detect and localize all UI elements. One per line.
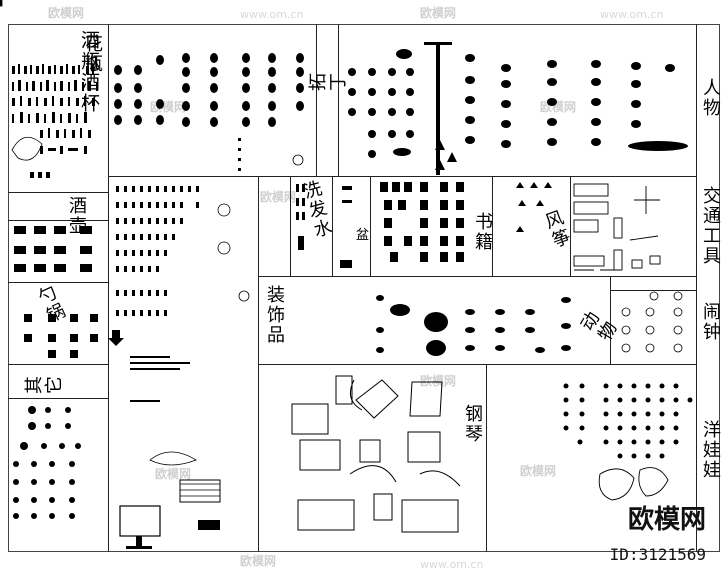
divider bbox=[610, 290, 696, 291]
section-dolls: 洋娃娃 bbox=[700, 420, 721, 480]
tray-icon bbox=[11, 136, 43, 161]
doll-icons bbox=[563, 383, 693, 459]
wave-icon bbox=[149, 451, 197, 466]
divider bbox=[258, 364, 696, 365]
divider bbox=[290, 176, 291, 276]
piano-icons bbox=[291, 375, 461, 533]
model-id: ID:3121569 bbox=[609, 545, 706, 564]
section-piano: 钢琴 bbox=[462, 404, 483, 444]
divider bbox=[696, 24, 697, 552]
divider bbox=[370, 176, 371, 276]
divider bbox=[8, 364, 108, 365]
divider bbox=[108, 176, 696, 177]
divider bbox=[486, 364, 487, 552]
divider bbox=[332, 176, 333, 276]
section-vase: 花瓶 bbox=[82, 34, 103, 74]
doll-figure-icon bbox=[598, 467, 669, 501]
section-ornaments: 装饰品 bbox=[264, 285, 285, 345]
cup-icon bbox=[292, 154, 304, 166]
wine-glass-symbols bbox=[0, 0, 3, 7]
ornament-icons bbox=[108, 186, 221, 549]
section-vehicles: 交通工具 bbox=[700, 186, 721, 266]
vase-icons bbox=[114, 53, 304, 171]
book-icons bbox=[380, 182, 464, 262]
animal-icons bbox=[376, 295, 571, 356]
divider bbox=[492, 176, 493, 276]
divider bbox=[8, 282, 108, 283]
clock-icons bbox=[621, 291, 683, 353]
section-people: 人物 bbox=[700, 78, 721, 118]
brand-logo: 欧模网 bbox=[627, 505, 706, 535]
divider bbox=[8, 192, 108, 193]
kite-icons bbox=[516, 182, 552, 232]
misc-icons bbox=[13, 226, 98, 519]
figure-icons bbox=[348, 42, 688, 175]
section-clock: 闹钟 bbox=[700, 302, 721, 342]
section-plant: 盆 bbox=[356, 228, 370, 243]
divider bbox=[316, 24, 317, 176]
sun-icon bbox=[217, 203, 231, 217]
divider bbox=[8, 398, 108, 399]
divider bbox=[8, 220, 108, 221]
divider bbox=[570, 176, 571, 276]
divider bbox=[108, 24, 109, 552]
outer-frame bbox=[8, 24, 720, 552]
medal-icon bbox=[217, 241, 231, 255]
medal-icon bbox=[238, 290, 250, 302]
vehicle-icons bbox=[573, 183, 661, 271]
divider bbox=[338, 24, 339, 176]
divider bbox=[258, 276, 696, 277]
bottle-icons bbox=[12, 64, 98, 178]
section-books: 书籍 bbox=[472, 212, 493, 252]
divider bbox=[610, 276, 611, 364]
bath-icons bbox=[296, 184, 352, 268]
